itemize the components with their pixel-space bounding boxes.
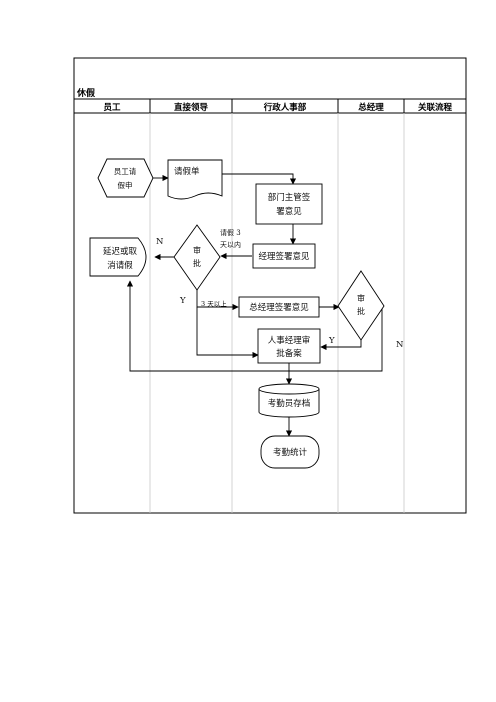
edge-approve2-no-to-delay xyxy=(126,280,383,372)
svg-text:审: 审 xyxy=(193,245,201,255)
node-leave-form: 请假单 xyxy=(167,159,223,200)
page-title: 休假 xyxy=(76,87,96,99)
label-n-approve-2: N xyxy=(396,340,404,350)
lane-dividers xyxy=(149,113,405,513)
svg-text:批: 批 xyxy=(357,306,365,316)
label-within-3-days: 请假 3 天以内 xyxy=(220,228,241,249)
svg-text:人事经理审: 人事经理审 xyxy=(268,335,311,346)
svg-text:消请假: 消请假 xyxy=(107,260,133,271)
node-dept-head-opinion: 部门主管签 署意见 xyxy=(255,183,323,225)
label-over-3-days: 3 天以上 xyxy=(201,299,227,308)
edge-approve2-yes-to-hr xyxy=(320,340,362,351)
edge-form-to-dept xyxy=(222,173,297,185)
lane-header-related-process: 关联流程 xyxy=(418,102,453,113)
node-employee-apply: 员工请 假申 xyxy=(97,158,154,198)
node-attendance-archive: 考勤员存档 xyxy=(258,383,320,418)
lane-header-direct-leader: 直接领导 xyxy=(174,102,209,113)
svg-text:审: 审 xyxy=(357,293,365,303)
lane-header-admin-hr: 行政人事部 xyxy=(263,102,307,113)
svg-text:考勤统计: 考勤统计 xyxy=(273,447,308,458)
svg-text:延迟或取: 延迟或取 xyxy=(103,246,138,257)
label-y-approve-1: Y xyxy=(179,296,186,306)
connectors xyxy=(126,173,383,437)
svg-text:员工请: 员工请 xyxy=(114,166,137,176)
lane-header-employee: 员工 xyxy=(103,103,121,113)
svg-text:经理签署意见: 经理签署意见 xyxy=(258,251,310,262)
svg-text:批备案: 批备案 xyxy=(276,348,302,359)
svg-text:批: 批 xyxy=(193,258,201,268)
node-hr-manager-review: 人事经理审 批备案 xyxy=(257,328,321,364)
svg-text:假申: 假申 xyxy=(118,180,133,190)
svg-text:考勤员存档: 考勤员存档 xyxy=(268,398,311,409)
node-approve-decision-2: 审 批 xyxy=(337,270,385,341)
node-delay-or-cancel: 延迟或取 消请假 xyxy=(89,237,147,277)
node-manager-opinion: 经理签署意见 xyxy=(252,243,316,269)
svg-text:请假 3: 请假 3 xyxy=(220,228,241,237)
svg-text:天以内: 天以内 xyxy=(220,240,241,249)
label-y-approve-2: Y xyxy=(328,336,335,346)
svg-text:部门主管签: 部门主管签 xyxy=(268,192,311,203)
table-frame xyxy=(73,57,467,514)
svg-text:署意见: 署意见 xyxy=(276,206,302,217)
node-attendance-stats: 考勤统计 xyxy=(260,435,320,469)
node-approve-decision-1: 审 批 xyxy=(173,224,221,291)
edge-hr-bypass xyxy=(196,307,259,359)
lane-header-general-manager: 总经理 xyxy=(358,102,384,113)
label-n-approve-1: N xyxy=(156,237,164,247)
svg-text:请假单: 请假单 xyxy=(174,166,200,177)
node-gm-opinion: 总经理签署意见 xyxy=(238,296,320,318)
svg-text:总经理签署意见: 总经理签署意见 xyxy=(249,302,309,313)
